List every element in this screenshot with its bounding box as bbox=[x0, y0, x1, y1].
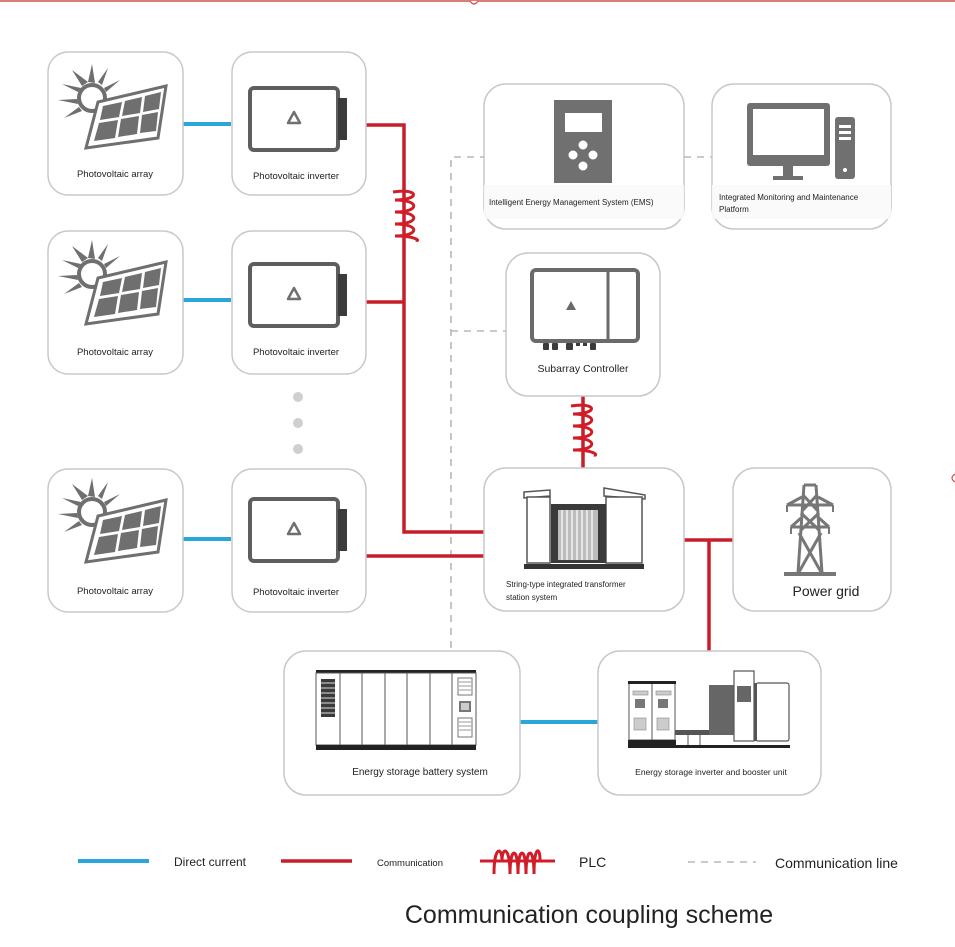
node-label: Energy storage inverter and booster unit bbox=[635, 767, 787, 777]
node-label: Photovoltaic array bbox=[77, 169, 153, 180]
node-label-line1: String-type integrated transformer bbox=[506, 580, 626, 589]
connectors bbox=[183, 122, 733, 724]
diagram-title: Communication coupling scheme bbox=[405, 901, 773, 929]
plc-coil-icon bbox=[392, 189, 420, 242]
node-power-grid[interactable]: Power grid bbox=[732, 467, 892, 612]
legend-label: Communication line bbox=[775, 855, 898, 871]
more-strings-ellipsis bbox=[293, 392, 303, 454]
node-label-line2: Platform bbox=[719, 205, 749, 214]
node-monitoring-platform[interactable]: Integrated Monitoring and Maintenance Pl… bbox=[711, 83, 892, 230]
node-subarray-controller[interactable]: Subarray Controller bbox=[505, 252, 661, 397]
node-label: Power grid bbox=[793, 583, 860, 599]
node-booster-unit[interactable]: Energy storage inverter and booster unit bbox=[597, 650, 822, 796]
node-pv-array-3[interactable]: Photovoltaic array bbox=[47, 468, 184, 613]
edge-comm-inverter1-transformer bbox=[366, 123, 484, 534]
inverter-icon bbox=[248, 497, 349, 563]
node-label: Photovoltaic array bbox=[77, 586, 153, 597]
node-label-line1: Integrated Monitoring and Maintenance bbox=[719, 193, 859, 202]
inverter-icon bbox=[248, 86, 349, 152]
transmission-tower-icon bbox=[784, 483, 836, 576]
plc-coil-icon bbox=[570, 403, 598, 457]
node-pv-inverter-3[interactable]: Photovoltaic inverter bbox=[231, 468, 367, 613]
frame-handle-top bbox=[469, 0, 479, 5]
legend-item-direct-current: Direct current bbox=[78, 855, 247, 869]
node-pv-inverter-2[interactable]: Photovoltaic inverter bbox=[231, 230, 367, 375]
legend-item-plc: PLC bbox=[480, 849, 606, 875]
edge-ems-battery-dashed bbox=[450, 156, 484, 648]
transformer-station-icon bbox=[523, 487, 646, 569]
controller-cabinet-icon bbox=[530, 268, 640, 350]
node-pv-array-1[interactable]: Photovoltaic array bbox=[47, 51, 184, 196]
node-label: Photovoltaic inverter bbox=[253, 171, 339, 182]
node-label: Intelligent Energy Management System (EM… bbox=[489, 198, 654, 207]
node-label: Energy storage battery system bbox=[352, 767, 488, 778]
node-label: Photovoltaic inverter bbox=[253, 347, 339, 358]
controller-device-icon bbox=[554, 100, 612, 183]
battery-container-icon bbox=[315, 670, 477, 750]
legend-item-communication: Communication bbox=[281, 858, 443, 869]
node-transformer-station[interactable]: String-type integrated transformer stati… bbox=[483, 467, 685, 612]
node-pv-inverter-1[interactable]: Photovoltaic inverter bbox=[231, 51, 367, 196]
node-label-line2: station system bbox=[506, 593, 557, 602]
node-ems[interactable]: Intelligent Energy Management System (EM… bbox=[483, 83, 685, 230]
node-pv-array-2[interactable]: Photovoltaic array bbox=[47, 230, 184, 375]
plc-coil-icon bbox=[492, 849, 542, 875]
node-label: Photovoltaic array bbox=[77, 347, 153, 358]
legend-label: Communication bbox=[377, 858, 443, 869]
frame-handle-right bbox=[951, 473, 955, 483]
legend: Direct current Communication PLC Communi… bbox=[78, 849, 898, 875]
legend-label: Direct current bbox=[174, 855, 247, 869]
legend-label: PLC bbox=[579, 854, 606, 870]
booster-unit-icon bbox=[628, 670, 790, 748]
legend-item-communication-line: Communication line bbox=[688, 855, 898, 871]
node-label: Photovoltaic inverter bbox=[253, 587, 339, 598]
node-label: Subarray Controller bbox=[537, 363, 629, 375]
desktop-computer-icon bbox=[747, 103, 855, 180]
inverter-icon bbox=[248, 262, 349, 328]
node-battery-system[interactable]: Energy storage battery system bbox=[283, 650, 521, 796]
